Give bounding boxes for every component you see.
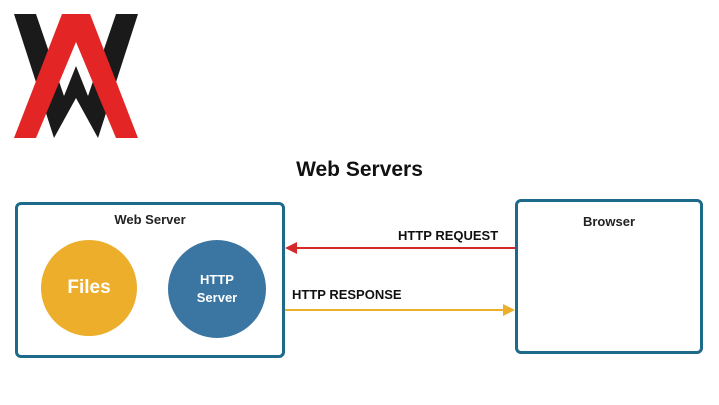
http-response-label: HTTP RESPONSE	[292, 287, 402, 302]
files-circle: Files	[41, 240, 137, 336]
web-server-label: Web Server	[114, 212, 186, 227]
browser-box: Browser	[515, 199, 703, 354]
http-server-label-line2: Server	[196, 290, 238, 305]
browser-label: Browser	[582, 214, 636, 229]
web-server-box: Web Server Files HTTP Server	[15, 202, 285, 358]
page-title: Web Servers	[296, 158, 423, 181]
http-server-label-line1: HTTP	[200, 272, 234, 287]
files-label: Files	[67, 277, 111, 298]
javatpoint-logo-icon	[14, 14, 138, 138]
http-request-arrowhead-icon	[285, 242, 297, 254]
http-request-label: HTTP REQUEST	[398, 228, 499, 243]
http-response-arrowhead-icon	[503, 304, 515, 316]
http-server-circle: HTTP Server	[168, 240, 266, 338]
